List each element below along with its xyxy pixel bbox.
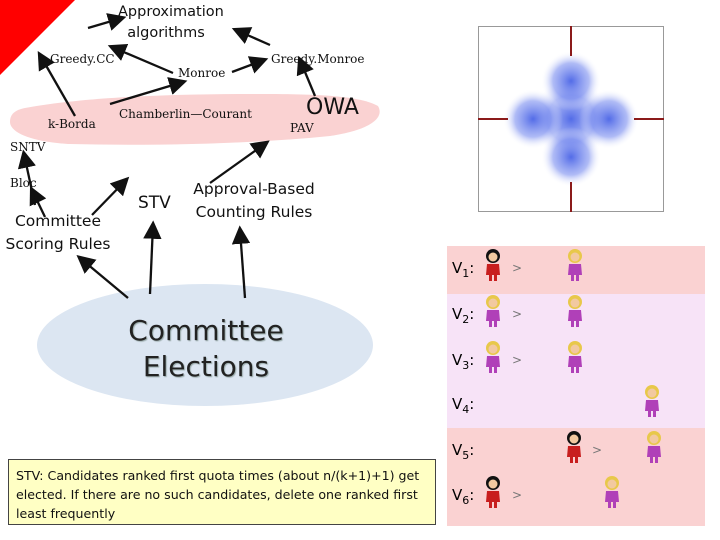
bloc-label: Bloc [10,176,37,190]
blonde-candidate-icon [484,294,502,328]
greedy-monroe-label: Greedy.Monroe [271,52,365,66]
arrow-elections-to-csr [76,255,129,299]
pink-region-shape [10,94,380,145]
plot-axis-ticks [478,26,664,212]
voter-colon: : [469,395,475,413]
approximation-algorithms-label: Approximation algorithms [118,4,224,41]
blonde-candidate-icon [566,248,584,282]
committee-elections-label: Committee Elections [128,314,284,383]
voter-colon: : [469,259,475,277]
k-borda-label: k-Borda [48,117,96,131]
blonde-candidate-icon [603,475,621,509]
red-candidate-icon [484,475,502,509]
voter-colon: : [469,441,475,459]
voter-letter: V [452,441,463,459]
arrow-elections-to-approval [231,225,251,299]
preference-greater-sign: > [512,353,523,367]
arrow-owa-to-greedymonroe [296,55,317,97]
voter-letter: V [452,351,463,369]
preference-greater-sign: > [592,443,603,457]
arrow-approval-to-pav [209,140,270,184]
arrow-kborda-to-greedycc [37,51,76,117]
greedy-cc-label: Greedy.CC [50,52,115,66]
pav-label: PAV [290,121,314,135]
voter-index: 1 [462,267,470,280]
arrow-cc-to-monroe [109,77,188,106]
voter-index: 5 [462,449,470,462]
density-top [541,51,601,111]
arrow-greedycc-to-approx [87,13,127,31]
voter-colon: : [469,305,475,323]
ellipse-shape [37,284,373,406]
voter-label-5: V5: [452,441,474,462]
owa-label: OWA [306,95,359,120]
chamberlin-courant-label: Chamberlin—Courant [119,107,252,121]
blonde-candidate-icon [645,430,663,464]
voter-label-3: V3: [452,351,474,372]
stv-label: STV [138,193,171,213]
blonde-candidate-icon [484,340,502,374]
arrow-greedymonroe-to-approx [231,27,271,47]
stv-description-note: STV: Candidates ranked first quota times… [8,459,436,525]
voter-colon: : [469,351,475,369]
voter-label-1: V1: [452,259,474,280]
voter-letter: V [452,259,463,277]
red-corner-decoration [0,0,75,75]
purple-candidate-icon [566,340,584,374]
arrow-csr-to-bloc [29,185,47,218]
density-bottom [541,127,601,187]
voter-index: 2 [462,313,470,326]
voter-label-6: V6: [452,486,474,507]
preference-greater-sign: > [512,488,523,502]
voter-letter: V [452,305,463,323]
blonde-candidate-icon [643,384,661,418]
preference-greater-sign: > [512,261,523,275]
density-right [579,89,639,149]
voter-letter: V [452,486,463,504]
arrow-elections-to-stv [143,220,162,295]
voter-label-2: V2: [452,305,474,326]
voter-index: 4 [462,403,470,416]
monroe-label: Monroe [178,66,226,80]
voter-colon: : [469,486,475,504]
candidate-distribution-plot [478,26,664,212]
red-candidate-icon [484,248,502,282]
red-candidate-icon [565,430,583,464]
approval-counting-rules-label: Approval-Based Counting Rules [193,180,315,221]
voter-letter: V [452,395,463,413]
committee-scoring-rules-label: Committee Scoring Rules [5,212,111,253]
voter-index: 3 [462,359,470,372]
arrow-monroe-to-greedycc [107,43,174,75]
sntv-label: SNTV [10,140,46,154]
voter-label-4: V4: [452,395,474,416]
voter-index: 6 [462,494,470,507]
density-blobs [503,51,639,187]
arrow-csr-to-kborda [91,176,130,216]
density-left [503,89,563,149]
preference-greater-sign: > [512,307,523,321]
purple-candidate-icon [566,294,584,328]
arrow-csr-to-sntv [17,149,37,206]
arrow-monroe-to-greedymonroe [231,56,269,74]
